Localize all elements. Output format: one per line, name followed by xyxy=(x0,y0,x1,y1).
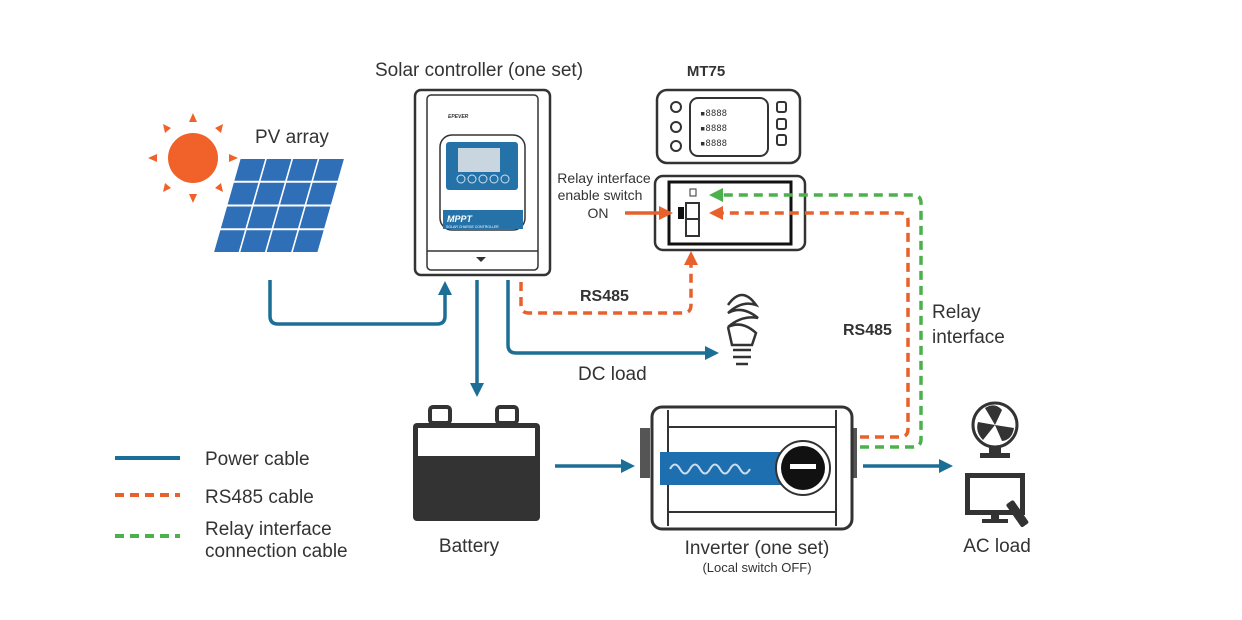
solar-cell xyxy=(234,158,266,181)
solar-cell xyxy=(260,158,292,181)
rs485-inverter-cable xyxy=(709,206,910,439)
controller-model-text: MPPT xyxy=(447,214,474,224)
mt75-label: MT75 xyxy=(687,63,725,80)
solar-cell xyxy=(220,206,252,229)
solar-cell xyxy=(266,230,298,253)
pv-to-controller-cable xyxy=(268,280,452,326)
relay-enable-switch[interactable] xyxy=(678,207,684,219)
tv-monitor-icon xyxy=(965,473,1029,527)
relay-interface-label-line2: interface xyxy=(932,327,1005,348)
inverter-label: Inverter (one set) xyxy=(685,538,830,559)
svg-text:▪8888: ▪8888 xyxy=(700,124,727,134)
solar-cell xyxy=(253,182,285,205)
sun-icon xyxy=(148,113,238,203)
rs485-label-left: RS485 xyxy=(580,288,629,305)
legend-relay-label-line1: Relay interface xyxy=(205,519,332,540)
solar-cell xyxy=(286,158,318,181)
inverter-note: (Local switch OFF) xyxy=(702,560,811,575)
relay-switch-label-line3: ON xyxy=(588,205,609,221)
relay-switch-label-line2: enable switch xyxy=(558,187,643,203)
solar-cell xyxy=(240,230,272,253)
solar-panel-icon xyxy=(214,158,344,253)
relay-interface-cable xyxy=(709,188,923,449)
ac-load-label: AC load xyxy=(963,536,1031,557)
controller-brand-text: EPEVER xyxy=(448,114,469,120)
battery-label: Battery xyxy=(439,536,500,557)
controller-subtitle-text: SOLAR CHARGE CONTROLLER xyxy=(446,225,499,229)
rs485-cables xyxy=(519,206,910,439)
legend: Power cable RS485 cable Relay interface … xyxy=(115,449,348,562)
battery-icon xyxy=(413,405,540,521)
light-bulb-icon xyxy=(726,293,760,366)
solar-cell xyxy=(292,230,324,253)
power-cables xyxy=(268,280,953,473)
solar-cell xyxy=(299,206,331,229)
solar-cell xyxy=(227,182,259,205)
svg-text:▪8888: ▪8888 xyxy=(700,139,727,149)
mt75-remote-meter: ▪8888 ▪8888 ▪8888 xyxy=(655,88,802,165)
legend-relay-label-line2: connection cable xyxy=(205,541,348,562)
legend-power-label: Power cable xyxy=(205,449,310,470)
relay-switch-label-line1: Relay interface xyxy=(557,170,651,186)
solar-cell xyxy=(280,182,311,205)
relay-interface-label-line1: Relay xyxy=(932,302,981,323)
solar-cell xyxy=(273,206,305,229)
rs485-label-right: RS485 xyxy=(843,322,892,339)
inverter xyxy=(640,405,857,531)
solar-cell xyxy=(214,230,245,253)
remote-control-icon xyxy=(1006,500,1029,527)
pv-array-label: PV array xyxy=(255,127,329,148)
solar-cell xyxy=(306,182,338,205)
legend-rs485-label: RS485 cable xyxy=(205,487,314,508)
fan-icon xyxy=(971,401,1019,458)
dc-load-label: DC load xyxy=(578,364,647,385)
solar-cell xyxy=(247,206,278,229)
solar-cell xyxy=(313,158,344,181)
dc-load-cable xyxy=(506,280,719,360)
svg-text:▪8888: ▪8888 xyxy=(700,109,727,119)
solar-controller-label: Solar controller (one set) xyxy=(375,60,583,81)
solar-controller: MPPT SOLAR CHARGE CONTROLLER EPEVER xyxy=(413,88,552,277)
rs485-controller-cable xyxy=(519,251,698,315)
